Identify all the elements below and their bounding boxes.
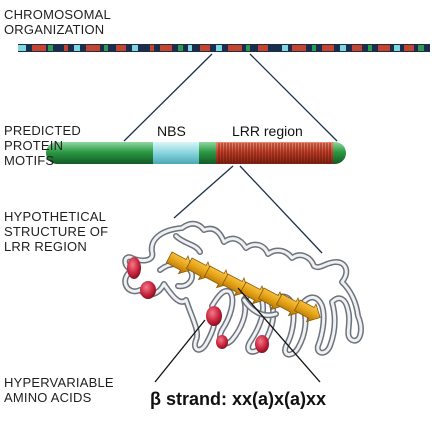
lrr-segment	[216, 142, 333, 164]
beta-strands	[165, 251, 321, 323]
pointer-lines	[154, 287, 321, 383]
zoom-line-left	[123, 53, 213, 142]
chromosome-band	[18, 45, 26, 51]
chromosome-band	[86, 45, 100, 51]
chromosome-band	[132, 45, 138, 51]
chromosome-band	[258, 45, 268, 51]
pointer-beta-strand	[237, 287, 321, 383]
chromosome-band	[394, 45, 400, 51]
chromosome-band	[216, 45, 222, 51]
chromosome-band	[48, 45, 53, 51]
nbs-segment	[153, 142, 199, 164]
chromosome-band	[64, 45, 68, 51]
lrr-stripes	[218, 143, 331, 163]
chromosome-band	[74, 45, 80, 51]
chromosome-band	[116, 45, 126, 51]
helix-4	[255, 335, 269, 353]
chromosome-band	[418, 45, 424, 51]
chromosome-bar	[18, 44, 430, 52]
label-predicted-protein-motifs: PREDICTED PROTEIN MOTIFS	[4, 123, 81, 168]
helices	[127, 257, 269, 353]
chromosome-body	[18, 44, 430, 52]
chromosome-band	[150, 45, 154, 51]
chromosome-band	[246, 45, 250, 51]
label-nbs: NBS	[157, 123, 186, 139]
zoom-line-right	[249, 53, 338, 142]
chromosome-band	[178, 45, 183, 51]
chromosome-band	[160, 45, 172, 51]
lrr-structure	[122, 220, 364, 358]
zoom-line-left-2	[173, 165, 234, 219]
pointer-hypervariable	[154, 319, 206, 383]
chromosome-band	[368, 45, 372, 51]
label-hypervariable-amino-acids: HYPERVARIABLE AMINO ACIDS	[4, 375, 114, 405]
beta-strand-arrow	[165, 251, 193, 275]
helix-3	[206, 306, 222, 326]
chromosome-band	[312, 45, 316, 51]
chromosome-band	[282, 45, 288, 51]
chromosome-band	[404, 45, 414, 51]
label-hypothetical-structure: HYPOTHETICAL STRUCTURE OF LRR REGION	[4, 209, 109, 254]
helix-1	[127, 257, 141, 279]
zoom-lines-chromosome	[123, 53, 338, 142]
chromosome-band	[104, 45, 108, 51]
protein-motif-bar	[46, 142, 346, 164]
chromosome-band	[378, 45, 390, 51]
chromosome-band	[352, 45, 362, 51]
zoom-lines-protein	[173, 165, 323, 254]
chromosome-band	[200, 45, 210, 51]
helix-5	[216, 335, 228, 349]
chromosome-band	[228, 45, 242, 51]
chromosome-band	[188, 45, 192, 51]
chromosome-band	[322, 45, 334, 51]
chromosome-band	[32, 45, 46, 51]
beta-strand-arrow	[293, 299, 321, 323]
zoom-line-right-2	[239, 165, 323, 254]
label-lrr-region: LRR region	[232, 123, 303, 139]
chromosome-band	[340, 45, 346, 51]
label-chromosomal-organization: CHROMOSOMAL ORGANIZATION	[4, 7, 111, 37]
helix-2	[140, 281, 156, 299]
label-beta-strand: β strand: xx(a)x(a)xx	[150, 389, 327, 409]
chromosome-band	[292, 45, 306, 51]
